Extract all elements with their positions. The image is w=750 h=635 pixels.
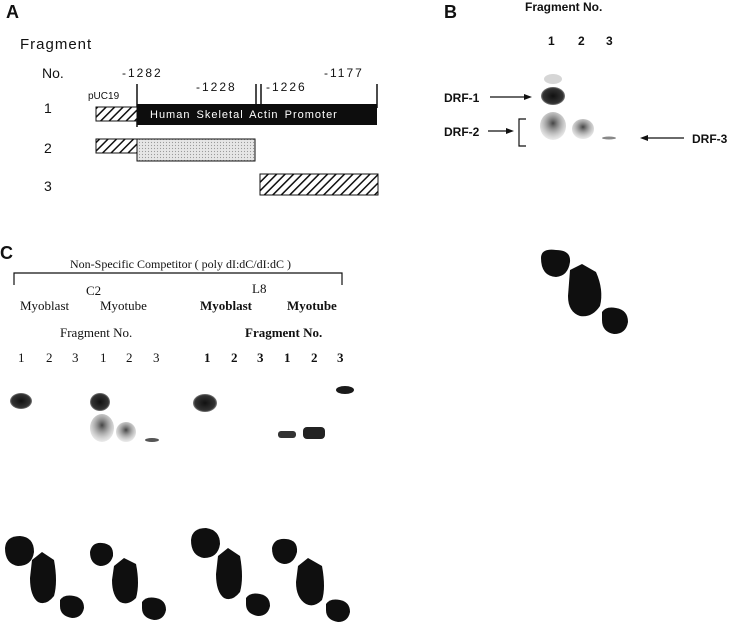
c2-lane3-free-probe [60, 595, 84, 618]
position-1177: -1177 [324, 66, 364, 80]
b-lane2-free-probe [568, 264, 602, 317]
panel-b-letter: B [444, 2, 457, 22]
c2-lane-5: 2 [126, 350, 133, 365]
drf3-label: DRF-3 [692, 132, 728, 146]
fragment-number-1: 1 [44, 100, 52, 116]
l8-myotube-label: Myotube [287, 298, 337, 313]
drf2-bracket [518, 118, 526, 147]
drf2-label: DRF-2 [444, 125, 480, 139]
panel-b-lane-2: 2 [578, 34, 585, 48]
c2-fragment-no-label: Fragment No. [60, 325, 133, 340]
fragment-number-3: 3 [44, 178, 52, 194]
c2-lane4-smear [90, 414, 114, 442]
panel-b-lane-1: 1 [548, 34, 555, 48]
l8-lane3-free-probe [246, 593, 270, 616]
c2-lane6-band [145, 438, 159, 442]
fragment-3-insert [259, 173, 379, 196]
c2-lane6-free-probe [142, 597, 166, 620]
panel-b-lane-3: 3 [606, 34, 613, 48]
fragment-2-insert [136, 138, 256, 162]
competitor-bracket [13, 272, 343, 285]
promoter-label: Human Skeletal Actin Promoter [150, 109, 338, 121]
fragment-number-2: 2 [44, 140, 52, 156]
position-1228: -1228 [196, 80, 237, 94]
c2-lane1-free-probe [5, 536, 34, 566]
l8-lane-3: 3 [257, 350, 264, 365]
l8-lane2-free-probe [216, 548, 242, 600]
b-lane1-free-probe [541, 249, 571, 277]
fragment-1-promoter [137, 104, 377, 125]
panel-c-letter: C [0, 243, 13, 263]
c2-lane-4: 1 [100, 350, 107, 365]
c2-lane1-complex-band [10, 393, 32, 409]
position-1226: -1226 [266, 80, 307, 94]
c2-lane-6: 3 [153, 350, 160, 365]
drf3-arrowhead [640, 135, 648, 141]
puc19-label: pUC19 [88, 91, 120, 102]
b-lane1-drf2-band [540, 112, 566, 140]
b-lane3-free-probe [602, 307, 628, 334]
c2-lane2-free-probe [30, 552, 56, 604]
l8-label: L8 [252, 281, 267, 296]
l8-lane1-complex-band [193, 394, 217, 412]
c2-lane5-free-probe [112, 558, 138, 604]
l8-lane1-free-probe [191, 528, 220, 558]
position-1282: -1282 [122, 66, 163, 80]
l8-lane-5: 2 [311, 350, 318, 365]
l8-fragment-no-label: Fragment No. [245, 325, 323, 340]
l8-lane-6: 3 [337, 350, 344, 365]
l8-lane-4: 1 [284, 350, 291, 365]
l8-lane5-free-probe [296, 558, 324, 606]
l8-lane4-band [278, 431, 296, 438]
l8-lane-2: 2 [231, 350, 238, 365]
c2-lane5-band [116, 422, 136, 442]
c2-lane4-free-probe [90, 542, 114, 566]
c2-myoblast-label: Myoblast [20, 298, 70, 313]
b-lane3-drf3-band [602, 136, 616, 140]
c2-lane-3: 3 [72, 350, 79, 365]
drf1-arrowhead [524, 94, 532, 100]
drf1-label: DRF-1 [444, 91, 480, 105]
b-lane2-drf2-band [572, 119, 594, 139]
b-lane1-top-smear [544, 74, 562, 84]
l8-lane5-band [303, 427, 325, 439]
c2-label: C2 [86, 283, 102, 298]
b-lane1-drf1-band [541, 87, 565, 105]
c2-lane4-complex-band [90, 393, 110, 411]
drf2-arrowhead [506, 128, 514, 134]
c2-lane-2: 2 [46, 350, 53, 365]
fragment-title: Fragment [20, 36, 93, 53]
l8-lane-1: 1 [204, 350, 211, 365]
panel-a-letter: A [6, 2, 19, 22]
competitor-label: Non-Specific Competitor ( poly dI:dC/dI:… [70, 257, 291, 271]
l8-lane6-band [336, 386, 354, 394]
l8-myoblast-label: Myoblast [200, 298, 252, 313]
fragment-no-label: No. [42, 65, 64, 81]
panel-b-header: Fragment No. [525, 0, 603, 14]
l8-lane6-free-probe [326, 599, 350, 622]
l8-lane4-free-probe [272, 538, 298, 564]
c2-myotube-label: Myotube [100, 298, 147, 313]
c2-lane-1: 1 [18, 350, 25, 365]
